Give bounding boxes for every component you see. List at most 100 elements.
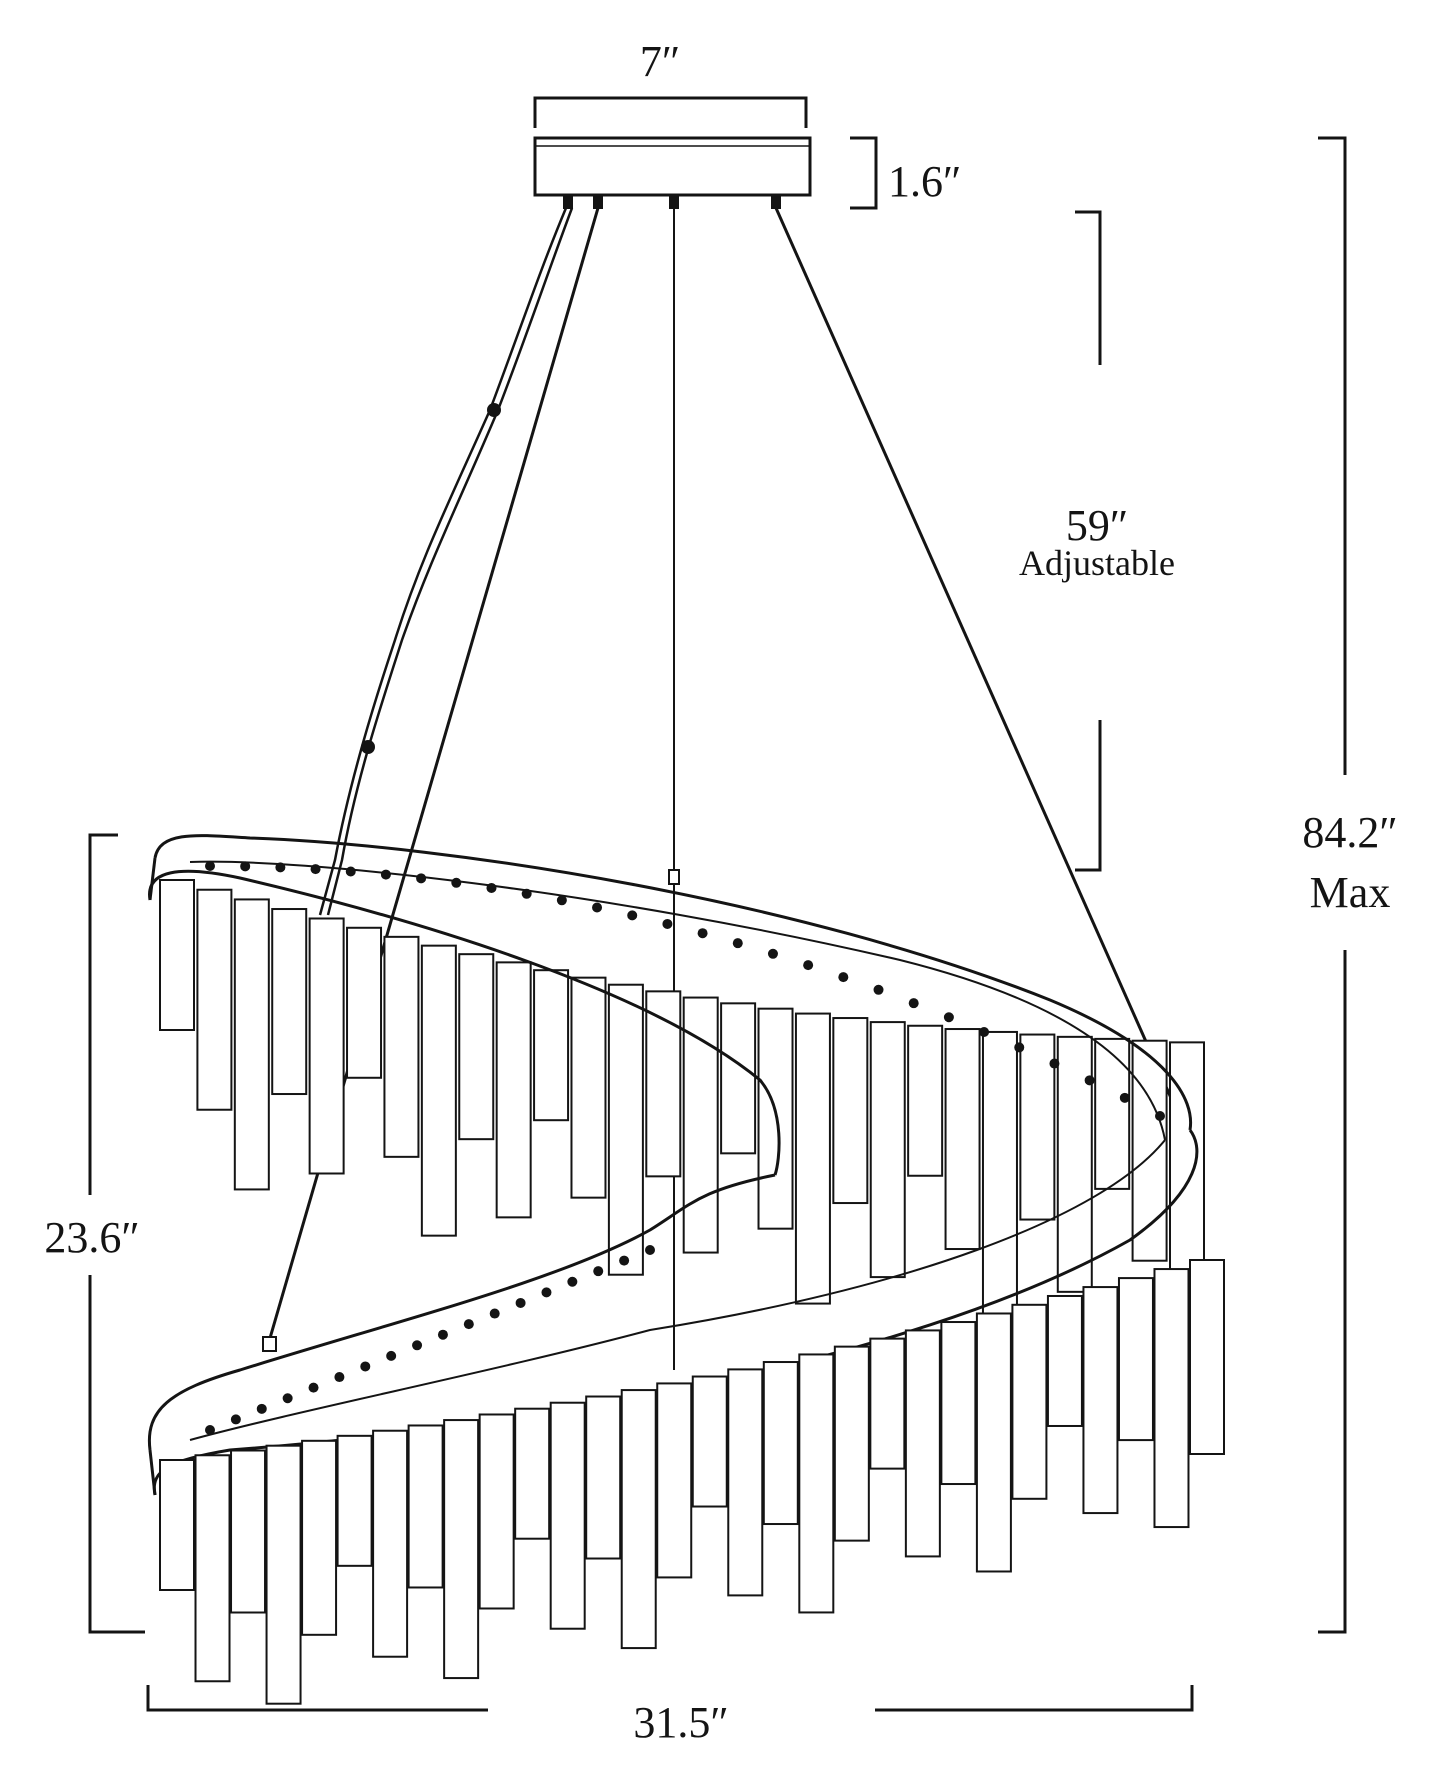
ring-dot xyxy=(908,998,919,1009)
dimension-fixture-height: 23.6″ xyxy=(44,833,145,1634)
power-cord-second xyxy=(326,207,574,916)
crystal-rods-upper xyxy=(159,879,1205,1334)
ring-dot xyxy=(308,1382,319,1393)
power-cord xyxy=(318,207,568,916)
crystal-rod xyxy=(443,1419,480,1680)
ring-dot xyxy=(619,1255,630,1266)
dimension-adjustable: 59″ Adjustable xyxy=(1019,210,1175,872)
ring-dot xyxy=(979,1026,990,1037)
crystal-rod xyxy=(656,1382,693,1579)
ring-dot xyxy=(437,1329,448,1340)
crystal-rod xyxy=(230,1449,267,1614)
ring-dot xyxy=(230,1414,241,1425)
crystal-rod xyxy=(762,1361,799,1526)
ring-dot xyxy=(592,902,603,913)
crystal-rod xyxy=(620,1389,657,1650)
crystal-rod xyxy=(233,898,270,1191)
ring-dot xyxy=(1014,1042,1025,1053)
ring-dot xyxy=(943,1012,954,1023)
crystal-rod xyxy=(944,1028,981,1251)
ring-dot xyxy=(205,1425,215,1435)
adjustable-note-label: Adjustable xyxy=(1019,543,1175,583)
crystal-rod xyxy=(301,1439,338,1636)
ring-dot xyxy=(515,1297,526,1308)
crystal-rod xyxy=(727,1368,764,1597)
ring-dot xyxy=(240,861,251,872)
crystal-rod xyxy=(1082,1286,1119,1515)
ring-dot xyxy=(767,948,778,959)
crystal-rod xyxy=(904,1329,941,1558)
canopy-height-label: 1.6″ xyxy=(888,157,961,206)
crystal-rod xyxy=(585,1395,622,1560)
crystal-rod xyxy=(1011,1303,1048,1500)
ring-dot xyxy=(360,1361,371,1372)
ring-dot xyxy=(567,1276,578,1287)
crystal-rod xyxy=(1056,1035,1093,1293)
crystal-rod xyxy=(869,1021,906,1279)
crystal-rod xyxy=(1189,1259,1225,1455)
crystal-rod xyxy=(383,935,420,1158)
crystal-rod xyxy=(1019,1033,1056,1221)
canopy xyxy=(533,136,812,209)
crystal-rods-lower xyxy=(159,1259,1225,1705)
ring-dot xyxy=(627,910,638,921)
crystal-rod xyxy=(981,1030,1018,1323)
crystal-rod xyxy=(682,996,719,1254)
fixture-width-label: 31.5″ xyxy=(633,1698,728,1747)
ring-dot xyxy=(416,873,427,884)
upper-ring-dots xyxy=(205,861,1165,1121)
crystal-rod xyxy=(907,1024,944,1177)
crystal-rod xyxy=(196,888,233,1111)
crystal-rod xyxy=(798,1353,835,1614)
ring-dot xyxy=(334,1372,345,1383)
ring-dot xyxy=(556,895,567,906)
crystal-rod xyxy=(514,1407,551,1540)
ring-dot xyxy=(256,1403,267,1414)
crystal-rod xyxy=(308,917,345,1175)
ring-dot xyxy=(593,1266,604,1277)
ring-dot xyxy=(1049,1058,1060,1069)
crystal-rod xyxy=(194,1454,231,1683)
crystal-rod xyxy=(346,926,383,1079)
ring-dot xyxy=(803,960,814,971)
crystal-rod xyxy=(159,1459,195,1591)
canopy-width-label: 7″ xyxy=(640,37,680,86)
crystal-rod xyxy=(1046,1294,1083,1427)
max-height-note-label: Max xyxy=(1310,868,1391,917)
crystal-rod xyxy=(458,953,495,1141)
crystal-rod xyxy=(975,1312,1012,1573)
ring-dot xyxy=(697,928,708,939)
ring-dot xyxy=(275,862,286,873)
crystal-rod xyxy=(372,1429,409,1658)
ring-dot xyxy=(205,861,215,871)
crystal-rod xyxy=(336,1434,373,1567)
crystal-rod xyxy=(420,944,457,1237)
crystal-rod xyxy=(833,1345,870,1542)
crystal-rod xyxy=(607,983,644,1276)
crystal-rod xyxy=(478,1413,515,1610)
crystal-rod xyxy=(1094,1037,1131,1190)
crystal-rod xyxy=(407,1424,444,1589)
ring-dot xyxy=(732,938,743,949)
dimension-max-height: 84.2″ Max xyxy=(1302,136,1398,1634)
canopy-screws xyxy=(563,195,781,209)
ring-dot xyxy=(645,1245,655,1255)
crystal-rod xyxy=(549,1401,586,1630)
crystal-rod xyxy=(495,961,532,1219)
crystal-rod xyxy=(940,1321,977,1486)
crystal-rod xyxy=(869,1337,906,1470)
crystal-rod xyxy=(570,976,607,1199)
crystal-rod xyxy=(533,969,570,1122)
crystal-rod xyxy=(645,990,682,1178)
ring-dot xyxy=(282,1393,293,1404)
crystal-rod xyxy=(1117,1277,1154,1442)
ring-dot xyxy=(412,1340,423,1351)
ring-dot xyxy=(489,1308,500,1319)
crystal-rod xyxy=(794,1012,831,1305)
crystal-rod xyxy=(1153,1268,1190,1529)
ring-dot xyxy=(1155,1111,1165,1121)
adjustable-value-label: 59″ xyxy=(1066,501,1128,550)
ring-dot xyxy=(662,918,673,929)
ring-dot xyxy=(380,869,391,880)
